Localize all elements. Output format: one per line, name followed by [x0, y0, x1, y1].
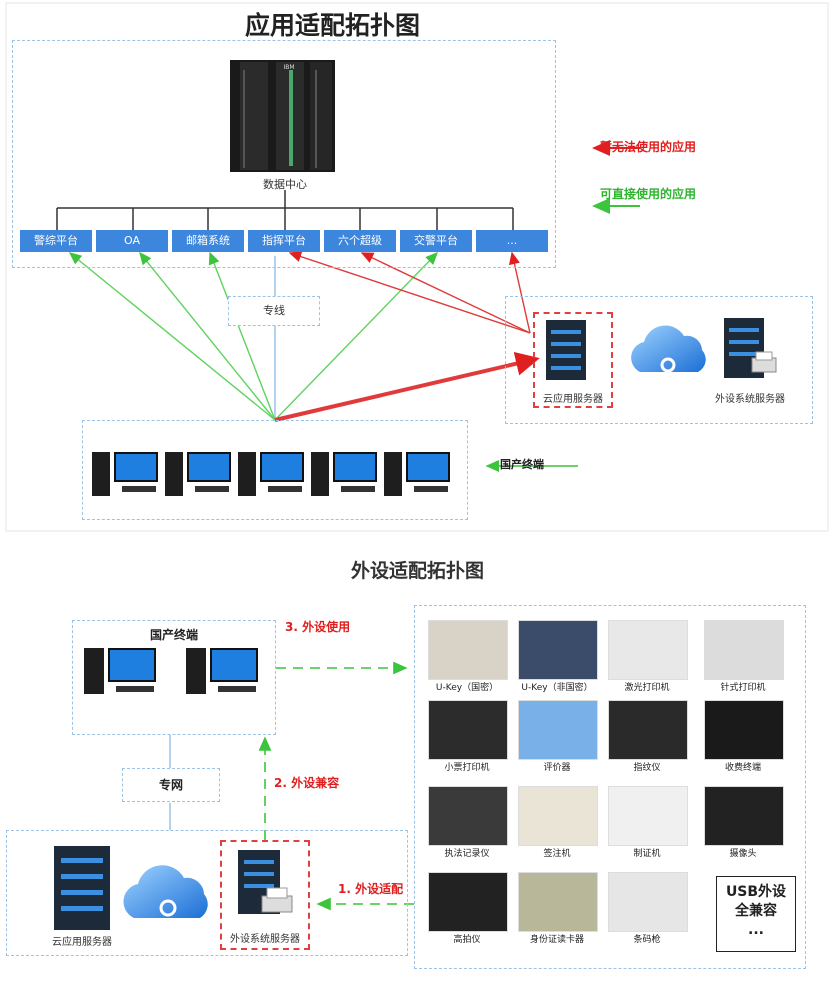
red-arrows [274, 251, 540, 422]
bottom-terminals-icon [84, 648, 258, 694]
device-image-0 [428, 620, 508, 680]
app-box-3: 指挥平台 [248, 230, 320, 252]
usb-line2: 全兼容 [735, 903, 777, 919]
device-image-6 [608, 700, 688, 760]
device-image-2 [608, 620, 688, 680]
device-image-9 [518, 786, 598, 846]
section2-title: 外设适配拓扑图 [350, 560, 484, 582]
app-box-0: 警综平台 [20, 230, 92, 252]
top-cloud-server-icon [546, 320, 586, 380]
top-terminal-label: 国产终端 [500, 458, 544, 471]
device-image-8 [428, 786, 508, 846]
bottom-server-box [6, 830, 408, 956]
page-title: 应用适配拓扑图 [244, 11, 420, 40]
device-label-1: U-Key（非国密） [521, 683, 593, 693]
usb-line3: ... [748, 922, 764, 938]
bottom-terminal-label: 国产终端 [149, 628, 198, 642]
device-image-4 [428, 700, 508, 760]
device-image-10 [608, 786, 688, 846]
server-group-box [505, 296, 813, 424]
top-cloud-icon [631, 325, 706, 373]
step1-label: 1. 外设适配 [338, 882, 404, 896]
bottom-peripheral-server-label: 外设系统服务器 [230, 934, 300, 945]
bottom-terminal-box [72, 620, 276, 735]
step2-label: 2. 外设兼容 [274, 776, 340, 790]
app-box-1: OA [96, 230, 168, 252]
private-line-box: 专线 [228, 296, 320, 326]
device-label-8: 执法记录仪 [444, 849, 490, 859]
device-label-14: 条码枪 [633, 935, 661, 945]
device-image-5 [518, 700, 598, 760]
device-image-12 [428, 872, 508, 932]
cloud-server-highlight [533, 312, 613, 408]
device-image-1 [518, 620, 598, 680]
legend-green-label: 可直接使用的应用 [600, 187, 697, 201]
device-label-3: 针式打印机 [720, 683, 766, 693]
device-image-13 [518, 872, 598, 932]
top-terminals-icon [92, 452, 450, 496]
green-arrows [68, 251, 438, 421]
device-label-7: 收费终端 [724, 763, 761, 773]
device-label-11: 摄像头 [729, 849, 757, 859]
legend-red-label: 暂无法使用的应用 [600, 140, 697, 154]
app-box-5: 交警平台 [400, 230, 472, 252]
device-label-2: 激光打印机 [624, 683, 670, 693]
private-net-box: 专网 [122, 768, 220, 802]
app-box-4: 六个超级 [324, 230, 396, 252]
device-image-3 [704, 620, 784, 680]
top-terminal-box [82, 420, 468, 520]
datacenter-tree [56, 190, 514, 420]
usb-line1: USB外设 [725, 884, 787, 900]
datacenter-label: 数据中心 [263, 178, 307, 191]
bottom-cloud-server-label: 云应用服务器 [52, 937, 112, 948]
device-image-14 [608, 872, 688, 932]
device-image-7 [704, 700, 784, 760]
device-label-6: 指纹仪 [633, 763, 661, 773]
device-image-11 [704, 786, 784, 846]
device-label-0: U-Key（国密） [435, 683, 499, 693]
device-label-13: 身份证读卡器 [529, 935, 584, 945]
datacenter-rack-icon [230, 60, 335, 172]
device-label-5: 评价器 [543, 763, 571, 773]
top-section-frame [5, 2, 829, 532]
bottom-peripheral-server-icon [238, 850, 293, 914]
device-label-12: 高拍仪 [453, 935, 481, 945]
device-label-10: 制证机 [633, 849, 661, 859]
bottom-cloud-server-icon [54, 846, 110, 930]
device-label-4: 小票打印机 [444, 763, 490, 773]
app-box-2: 邮箱系统 [172, 230, 244, 252]
device-label-9: 签注机 [543, 849, 571, 859]
usb-compat-box: USB外设 全兼容 ... [716, 876, 796, 952]
top-cloud-server-label: 云应用服务器 [543, 394, 603, 405]
device-grid-box [414, 605, 806, 969]
datacenter-box [12, 40, 556, 268]
app-box-6: ... [476, 230, 548, 252]
rack-brand: IBM [283, 64, 295, 71]
top-peripheral-server-icon [724, 318, 777, 378]
top-peripheral-server-label: 外设系统服务器 [715, 394, 785, 405]
bottom-cloud-icon [123, 865, 208, 918]
peripheral-server-highlight [220, 840, 310, 950]
step3-label: 3. 外设使用 [285, 620, 351, 634]
